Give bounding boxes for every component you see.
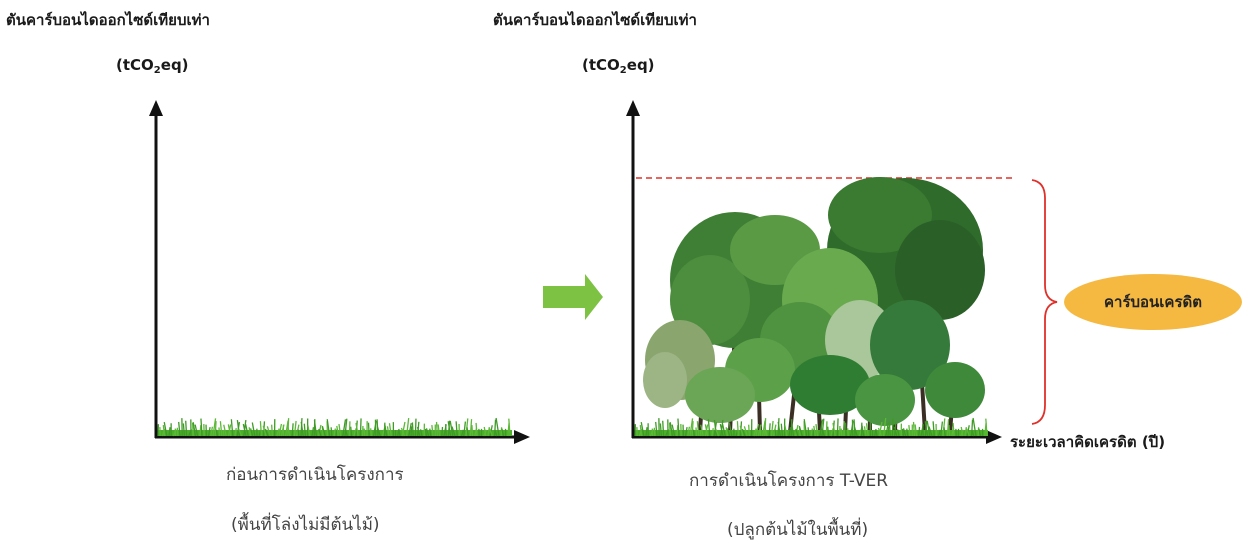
carbon-credit-label: คาร์บอนเครดิต xyxy=(1104,293,1202,311)
right-y-arrowhead xyxy=(626,100,640,116)
left-grass xyxy=(157,417,512,437)
left-y-axis-label: ตันคาร์บอนไดออกไซด์เทียบเท่า xyxy=(6,11,210,29)
left-caption-line2: (พื้นที่โล่งไม่มีต้นไม้) xyxy=(231,515,380,535)
right-caption-line2: (ปลูกต้นไม้ในพื้นที่) xyxy=(727,520,869,540)
right-grass xyxy=(634,417,988,437)
transition-arrow-icon xyxy=(543,274,603,320)
right-y-axis-label: ตันคาร์บอนไดออกไซด์เทียบเท่า xyxy=(493,11,697,29)
credit-brace xyxy=(1031,179,1058,425)
right-axes xyxy=(626,100,1002,444)
left-caption-line1: ก่อนการดำเนินโครงการ xyxy=(226,465,404,485)
left-x-arrowhead xyxy=(514,430,530,444)
right-x-arrowhead xyxy=(986,430,1002,444)
right-y-axis-unit: (tCO2eq) xyxy=(582,56,655,76)
left-y-arrowhead xyxy=(149,100,163,116)
carbon-credit-badge xyxy=(1064,274,1242,330)
tree-cluster-image xyxy=(643,177,985,434)
right-x-axis-label: ระยะเวลาคิดเครดิต (ปี) xyxy=(1010,433,1166,451)
right-caption-line1: การดำเนินโครงการ T-VER xyxy=(689,471,889,491)
left-y-axis-unit: (tCO2eq) xyxy=(116,56,189,76)
left-axes xyxy=(149,100,530,444)
